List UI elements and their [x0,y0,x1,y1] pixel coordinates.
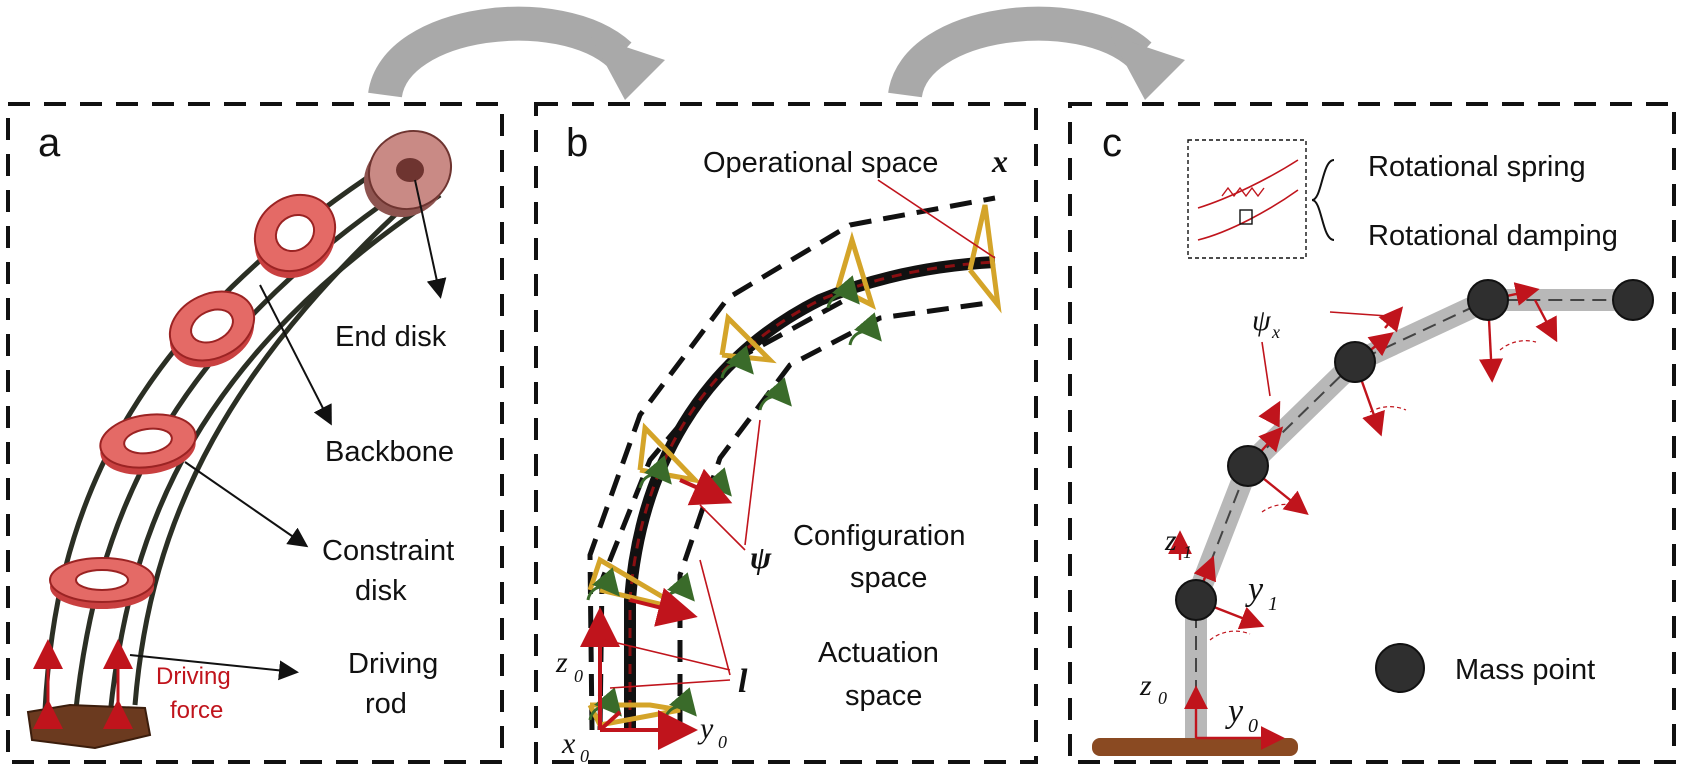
mass-points [1175,279,1654,621]
panel-a-letter: a [38,121,61,165]
constraint-disk-3 [168,290,256,368]
panel-b-letter: b [566,121,588,165]
constraint-disk-2 [99,413,197,475]
c-z0-subscript: 0 [1158,688,1167,708]
c-psi-subscript: x [1271,322,1280,342]
configuration-space-line1: Configuration [793,520,966,552]
b-x0-symbol: x [561,727,576,760]
backbone-label: Backbone [325,436,454,468]
l-symbol: l [738,663,748,700]
configuration-backbone-red [628,260,996,728]
driving-rod-label-line1: Driving [348,648,438,680]
c-z1-symbol: z [1164,524,1177,557]
panel-b: b [555,121,1008,766]
driving-force-arrows [33,639,133,729]
c-y1-subscript: 1 [1268,593,1278,615]
panel-c-base [1092,738,1298,756]
panel-a: a [26,121,454,750]
b-y0-symbol: y [697,712,714,745]
rotational-damping-label: Rotational damping [1368,220,1618,252]
driving-rod-label-line2: rod [365,688,407,720]
c-z1-subscript: 1 [1183,542,1192,562]
psi-symbol: ψ [750,539,772,575]
operational-space-symbol: x [991,143,1008,179]
operational-space-label: Operational space [703,147,938,179]
end-disk [363,129,453,218]
panel-a-leaders [129,179,447,681]
b-z0-subscript: 0 [574,666,583,686]
panel-b-axes [580,468,733,750]
c-psi-symbol: ψ [1252,304,1272,337]
constraint-disk-4 [253,193,337,279]
c-y0-subscript: 0 [1248,715,1258,737]
transition-arrow-a-to-b [368,6,665,100]
c-y0-symbol: y [1225,693,1244,730]
panel-b-frame [534,102,1038,764]
panel-c-frame [1068,102,1676,764]
panel-b-leaders [604,179,996,689]
constraint-disk-label-line1: Constraint [322,535,454,567]
actuation-space-line1: Actuation [818,637,939,669]
b-x0-subscript: 0 [580,746,589,766]
panel-c-letter: c [1102,121,1122,165]
constraint-disk-label-line2: disk [355,575,407,607]
panel-c-damper-arcs [1209,340,1537,641]
gray-link-outline [1195,299,1633,738]
c-z0-symbol: z [1139,669,1152,702]
driving-force-label-line1: Driving [156,663,231,690]
configuration-space-line2: space [850,562,927,594]
panel-c: c Rotational spring Rotational damping [1092,121,1654,756]
end-disk-label: End disk [335,321,447,353]
actuation-space-line2: space [845,680,922,712]
c-y1-symbol: y [1245,571,1264,608]
transition-arrow-b-to-c [888,6,1185,100]
mass-point-legend-icon [1375,643,1425,693]
rotational-spring-label: Rotational spring [1368,151,1586,183]
base-plate [26,703,152,750]
b-y0-subscript: 0 [718,732,727,752]
spring-damper-legend [1187,139,1335,259]
mass-point-label: Mass point [1455,654,1595,686]
panel-c-leaders [1261,311,1389,397]
constraint-disk-1 [49,557,155,609]
b-z0-symbol: z [555,646,568,679]
driving-force-label-line2: force [170,697,223,724]
